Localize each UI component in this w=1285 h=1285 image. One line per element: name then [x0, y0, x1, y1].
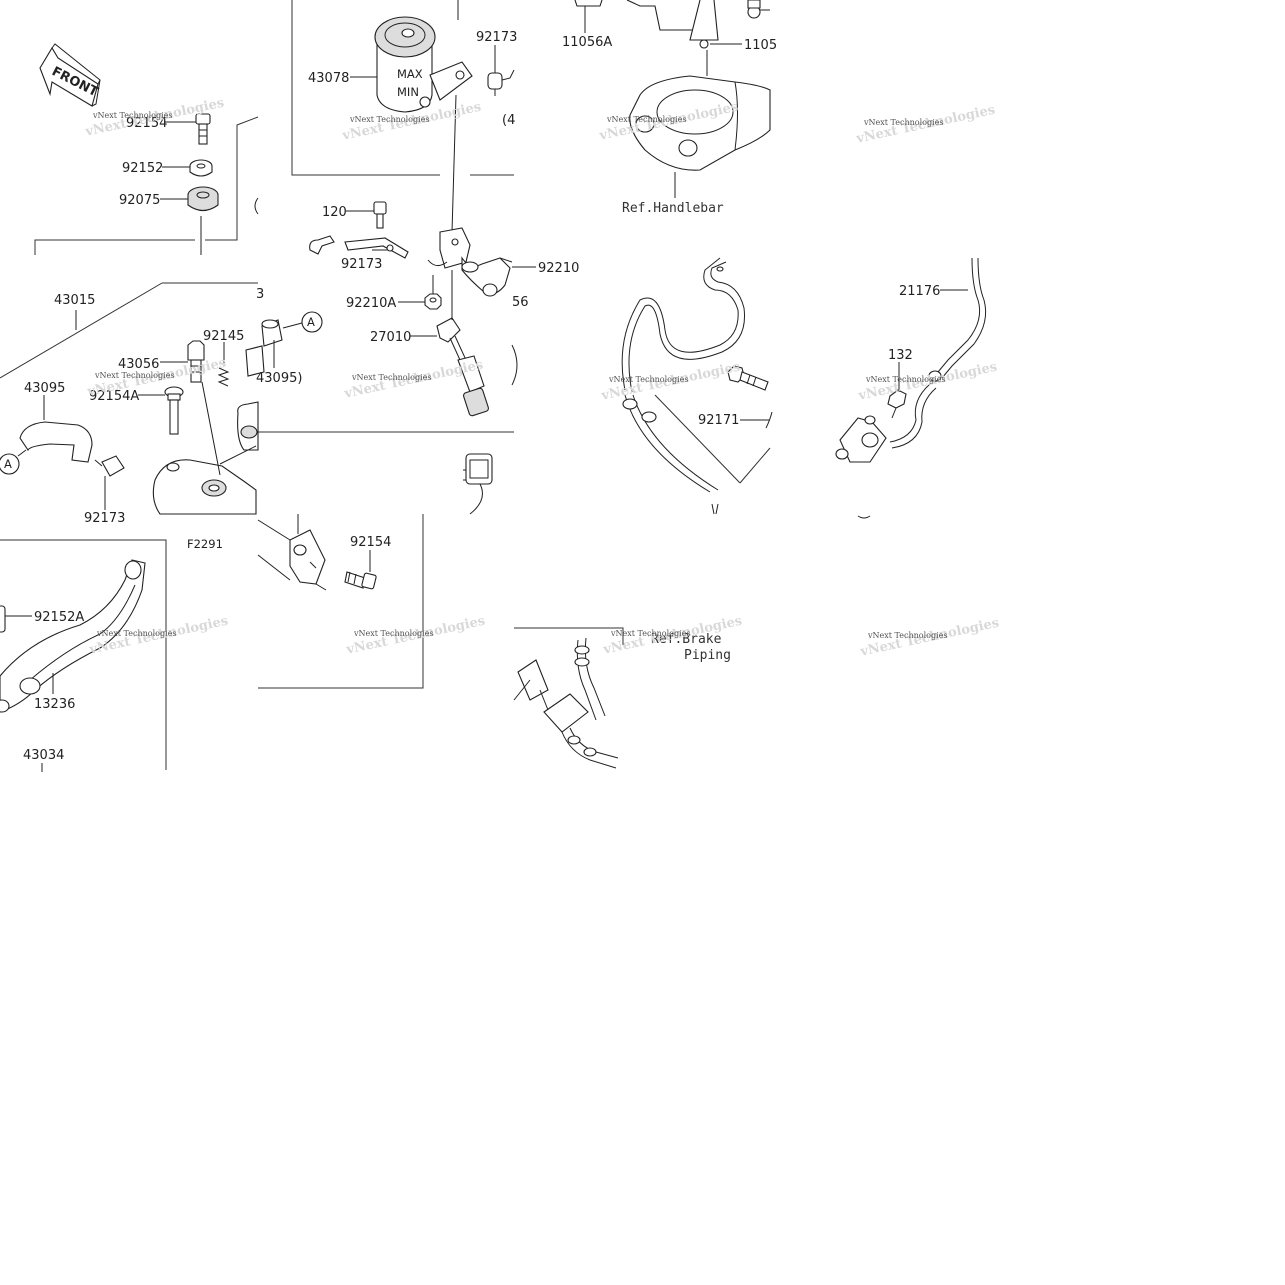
svg-text:MIN: MIN [397, 85, 419, 99]
part-43078: 43078 [308, 71, 349, 86]
svg-text:vNext Technologies: vNext Technologies [865, 375, 945, 384]
screw-120 [373, 201, 387, 229]
svg-text:vNext Technologies: vNext Technologies [608, 375, 688, 384]
part-43095-paren: 43095) [256, 371, 302, 386]
svg-text:vNext Technologies: vNext Technologies [863, 118, 943, 127]
callout-a-top: A [307, 315, 315, 329]
panel-frames [0, 0, 771, 770]
clamp-holder [257, 514, 327, 591]
part-13236: 13236 [34, 697, 75, 712]
svg-text:vNext Technologies: vNext Technologies [353, 629, 433, 638]
svg-text:vNext Technologies: vNext Technologies [610, 629, 690, 638]
part-43015: 43015 [54, 293, 95, 308]
brake-piping-lower [513, 637, 619, 769]
washer-92152 [189, 159, 213, 177]
switch-27010 [436, 270, 489, 417]
watermarks: vNext Technologies vNext Technologies vNe… [83, 96, 1000, 660]
pin-43095 [245, 319, 283, 377]
master-cylinder-body [152, 381, 259, 515]
part-92173-top: 92173 [476, 30, 517, 45]
part-92210A: 92210A [346, 296, 396, 311]
ref-brake-line1: Ref.Brake [651, 632, 722, 647]
part-92152: 92152 [122, 161, 163, 176]
part-120: 120 [322, 205, 347, 220]
spring-92145 [217, 367, 230, 387]
pivot-bolt-92154A [164, 386, 184, 435]
part-92154A: 92154A [89, 389, 139, 404]
ref-brake-line2: Piping [684, 648, 731, 663]
bolt-92154-low [344, 571, 377, 590]
part-92171: 92171 [698, 413, 739, 428]
callout-a-left: A [4, 457, 12, 471]
nut-92210A [424, 293, 442, 310]
part-11056A: 11056A [562, 35, 612, 50]
banjo-bolt-43056 [187, 340, 205, 383]
part-92075: 92075 [119, 193, 160, 208]
part-43034: 43034 [23, 748, 64, 763]
part-92210: 92210 [538, 261, 579, 276]
svg-text:vNext Technologies: vNext Technologies [94, 371, 174, 380]
brake-lever [0, 559, 146, 713]
part-27010: 27010 [370, 330, 411, 345]
svg-text:vNext Technologies: vNext Technologies [867, 631, 947, 640]
switch-clamp [427, 227, 513, 297]
reservoir-tank: MAX MIN [374, 16, 473, 113]
brake-hose-upper [621, 257, 746, 515]
front-arrow-icon: FRONT [39, 43, 101, 107]
svg-text:3: 3 [256, 287, 264, 302]
part-92145: 92145 [203, 329, 244, 344]
part-56-partial: 56 [512, 295, 529, 310]
bracket-top [574, 0, 770, 49]
part-4-partial: (4 [502, 113, 515, 128]
bracket-92173 [309, 235, 409, 259]
figure-code: F2291 [187, 537, 223, 551]
ref-handlebar: Ref.Handlebar [622, 201, 724, 216]
part-1105-partial: 1105 [744, 38, 777, 53]
svg-text:vNext Technologies: vNext Technologies [351, 373, 431, 382]
handlebar-mount [629, 75, 771, 171]
grommet-92075 [187, 186, 219, 212]
svg-text:vNext Technologies: vNext Technologies [349, 115, 429, 124]
hose-clip-top [487, 45, 515, 96]
sensor-cable [889, 257, 987, 449]
part-43095: 43095 [24, 381, 65, 396]
part-92154-low: 92154 [350, 535, 391, 550]
part-92173-low: 92173 [84, 511, 125, 526]
svg-text:vNext Technologies: vNext Technologies [92, 111, 172, 120]
part-43056: 43056 [118, 357, 159, 372]
svg-text:MAX: MAX [397, 67, 423, 81]
clamp-92173-low [94, 455, 125, 477]
bolt-92171 [727, 365, 769, 391]
hose-43095 [19, 421, 93, 463]
bolt-92154-top [195, 113, 211, 145]
part-21176: 21176 [899, 284, 940, 299]
part-132: 132 [888, 348, 913, 363]
svg-text:vNext Technologies: vNext Technologies [606, 115, 686, 124]
part-92173-mid: 92173 [341, 257, 382, 272]
part-92154-top: 92154 [126, 116, 167, 131]
part-92152A: 92152A [34, 610, 84, 625]
connector-lower [463, 453, 493, 515]
sensor-132 [835, 389, 907, 463]
svg-text:vNext Technologies: vNext Technologies [96, 629, 176, 638]
